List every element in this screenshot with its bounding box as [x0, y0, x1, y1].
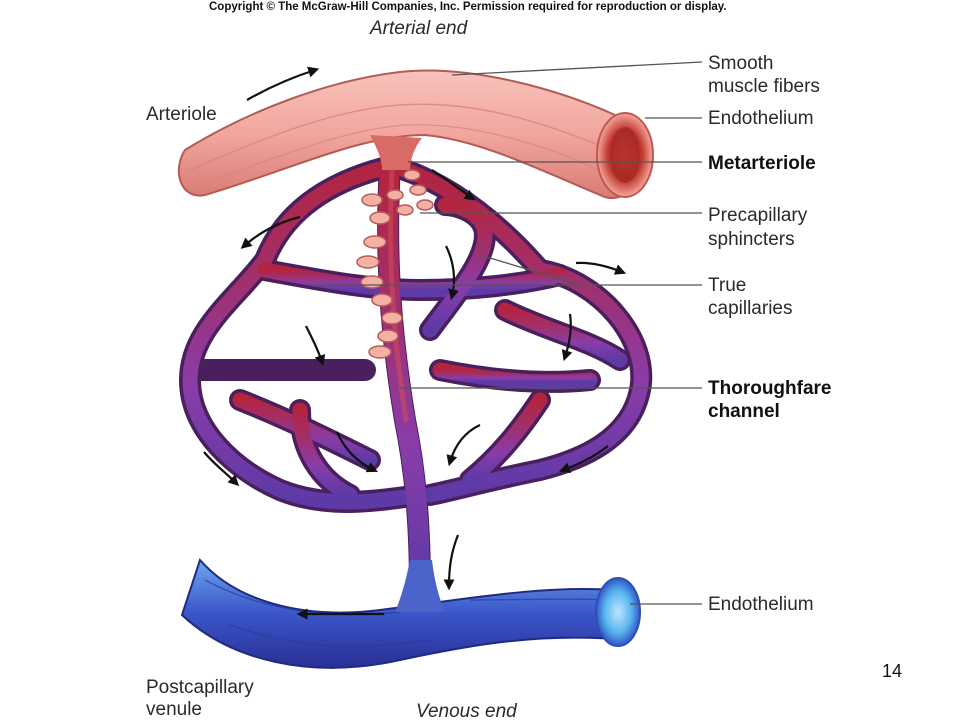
smooth-muscle-label-line1: Smooth — [708, 53, 774, 74]
precapillary-label-line2: sphincters — [708, 229, 795, 250]
arteriole-vessel — [177, 69, 654, 199]
true-capillaries-label-line1: True — [708, 275, 747, 296]
slide-page-number: 14 — [882, 661, 903, 681]
postcapillary-label-line1: Postcapillary — [146, 677, 254, 698]
endothelium-top-label: Endothelium — [708, 108, 814, 129]
metarteriole-label: Metarteriole — [708, 153, 816, 174]
endothelium-bottom-label: Endothelium — [708, 594, 814, 615]
precapillary-label-line1: Precapillary — [708, 205, 808, 226]
postcapillary-label-line2: venule — [146, 699, 202, 720]
postcapillary-venule — [180, 558, 641, 669]
arteriole-label: Arteriole — [146, 104, 217, 125]
flow-arrows — [203, 66, 627, 620]
true-capillaries-label-line2: capillaries — [708, 298, 793, 319]
copyright-notice: Copyright © The McGraw-Hill Companies, I… — [209, 1, 727, 13]
thoroughfare-label-line1: Thoroughfare — [708, 378, 832, 399]
arterial-end-label: Arterial end — [370, 18, 468, 39]
venous-end-label: Venous end — [416, 701, 517, 722]
thoroughfare-label-line2: channel — [708, 401, 780, 422]
capillary-network — [179, 154, 653, 601]
leader-lines — [310, 61, 703, 605]
precapillary-sphincters — [356, 169, 434, 359]
smooth-muscle-label-line2: muscle fibers — [708, 76, 820, 97]
